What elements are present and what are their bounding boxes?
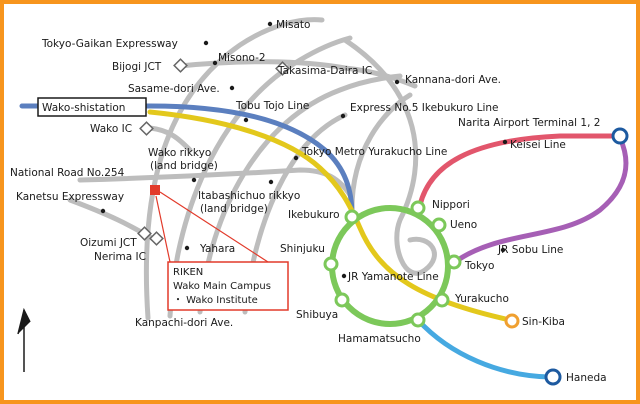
keisei-dot — [502, 139, 508, 145]
express5-dot — [340, 113, 346, 119]
station-hamamatsucho[interactable] — [410, 312, 426, 328]
station-narita[interactable] — [611, 127, 629, 145]
label-kanetsu: Kanetsu Expressway — [16, 191, 124, 203]
label-ueno: Ueno — [450, 219, 477, 231]
label-misono: Misono-2 — [218, 52, 266, 64]
label-wako-station: Wako-shistation — [42, 102, 125, 114]
label-wako-rikkyo-2: (land bridge) — [150, 160, 218, 172]
label-takasima: Takasima-Daira IC — [277, 65, 372, 77]
takasima-ic-marker[interactable] — [275, 61, 290, 76]
label-wako-ic: Wako IC — [90, 123, 132, 135]
stations — [323, 127, 629, 386]
label-tokyo: Tokyo — [464, 260, 494, 272]
label-dots — [100, 21, 508, 279]
yahara-dot — [184, 245, 190, 251]
sobu-dot — [500, 247, 506, 253]
label-kannana: Kannana-dori Ave. — [405, 74, 501, 86]
label-riken-2: Wako Main Campus — [173, 281, 271, 292]
label-national254: National Road No.254 — [10, 167, 125, 179]
label-gaikan: Tokyo-Gaikan Expressway — [41, 38, 178, 50]
kannana-road — [197, 73, 403, 315]
tobu-tojo-line — [19, 103, 355, 218]
station-sinkiba[interactable] — [504, 313, 520, 329]
label-yurakucho: Yurakucho — [454, 293, 509, 305]
label-nerima: Nerima IC — [94, 251, 146, 263]
label-tojo-line: Tobu Tojo Line — [235, 100, 309, 112]
keisei-line — [417, 133, 621, 208]
riken-callout-lines — [155, 191, 269, 263]
label-misato: Misato — [276, 19, 310, 31]
label-bijogi: Bijogi JCT — [112, 61, 162, 73]
gaikan-dot — [203, 40, 209, 46]
label-riken-1: RIKEN — [173, 267, 203, 278]
label-riken-3: ・ Wako Institute — [173, 295, 258, 306]
label-shinjuku: Shinjuku — [280, 243, 325, 255]
yurakucho-line — [147, 109, 513, 323]
wako-ic-road — [147, 125, 193, 153]
misono-dot — [212, 60, 218, 66]
wako-rikkyo-dot — [191, 177, 197, 183]
station-haneda[interactable] — [544, 368, 562, 386]
north-arrow-icon — [17, 307, 31, 372]
misato-dot — [267, 21, 273, 27]
label-ikebukuro: Ikebukuro — [288, 209, 340, 221]
wako-ic-marker[interactable] — [139, 121, 154, 136]
station-ikebukuro[interactable] — [344, 209, 360, 225]
kanetsu-dot — [100, 208, 106, 214]
station-yurakucho[interactable] — [434, 292, 450, 308]
label-jr-yamanote: JR Yamanote Line — [347, 271, 439, 283]
nerima-ic-marker[interactable] — [149, 231, 164, 246]
sasame-dot — [229, 85, 235, 91]
labels: Misato Tokyo-Gaikan Expressway Misono-2 … — [10, 19, 607, 384]
label-keisei: Keisei Line — [510, 139, 566, 151]
haneda-line — [415, 317, 553, 380]
station-shibuya[interactable] — [334, 292, 350, 308]
station-shinjuku[interactable] — [323, 256, 339, 272]
tojo-dot — [243, 117, 249, 123]
label-hamamatsucho: Hamamatsucho — [338, 333, 421, 345]
label-haneda: Haneda — [566, 372, 607, 384]
junctions — [137, 58, 290, 246]
label-oizumi: Oizumi JCT — [80, 237, 137, 249]
kanpachi-road — [167, 35, 353, 319]
national254-road — [77, 167, 355, 201]
station-ueno[interactable] — [431, 217, 447, 233]
jr-sobu-line — [452, 135, 629, 265]
label-metro-yurakucho: Tokyo Metro Yurakucho Line — [301, 146, 447, 158]
label-wako-rikkyo-1: Wako rikkyo — [148, 147, 211, 159]
label-kanpachi: Kanpachi-dori Ave. — [135, 317, 233, 329]
riken-marker[interactable] — [150, 185, 160, 195]
wako-station-box — [37, 97, 147, 117]
label-express5: Express No.5 Ikebukuro Line — [350, 102, 499, 114]
itabashi-dot — [268, 179, 274, 185]
label-shibuya: Shibuya — [296, 309, 338, 321]
label-narita: Narita Airport Terminal 1, 2 — [458, 117, 600, 129]
station-nippori[interactable] — [410, 200, 426, 216]
bijogi-road — [177, 59, 418, 89]
bijogi-jct-marker[interactable] — [173, 58, 188, 73]
label-nippori: Nippori — [432, 199, 470, 211]
station-tokyo[interactable] — [446, 254, 462, 270]
label-sinkiba: Sin-Kiba — [522, 316, 565, 328]
kannana-dot — [394, 79, 400, 85]
oizumi-jct-marker[interactable] — [137, 226, 152, 241]
label-itabashi-1: Itabashichuo rikkyo — [198, 190, 300, 202]
label-sasame: Sasame-dori Ave. — [128, 83, 220, 95]
label-yahara: Yahara — [199, 243, 235, 255]
riken-callout-box — [167, 261, 289, 311]
shuto-c1-road — [342, 37, 437, 276]
label-jr-sobu: JR Sobu Line — [497, 244, 563, 256]
metro-yuraku-dot — [293, 155, 299, 161]
label-itabashi-2: (land bridge) — [200, 203, 268, 215]
jr-yamanote-dot — [341, 273, 347, 279]
